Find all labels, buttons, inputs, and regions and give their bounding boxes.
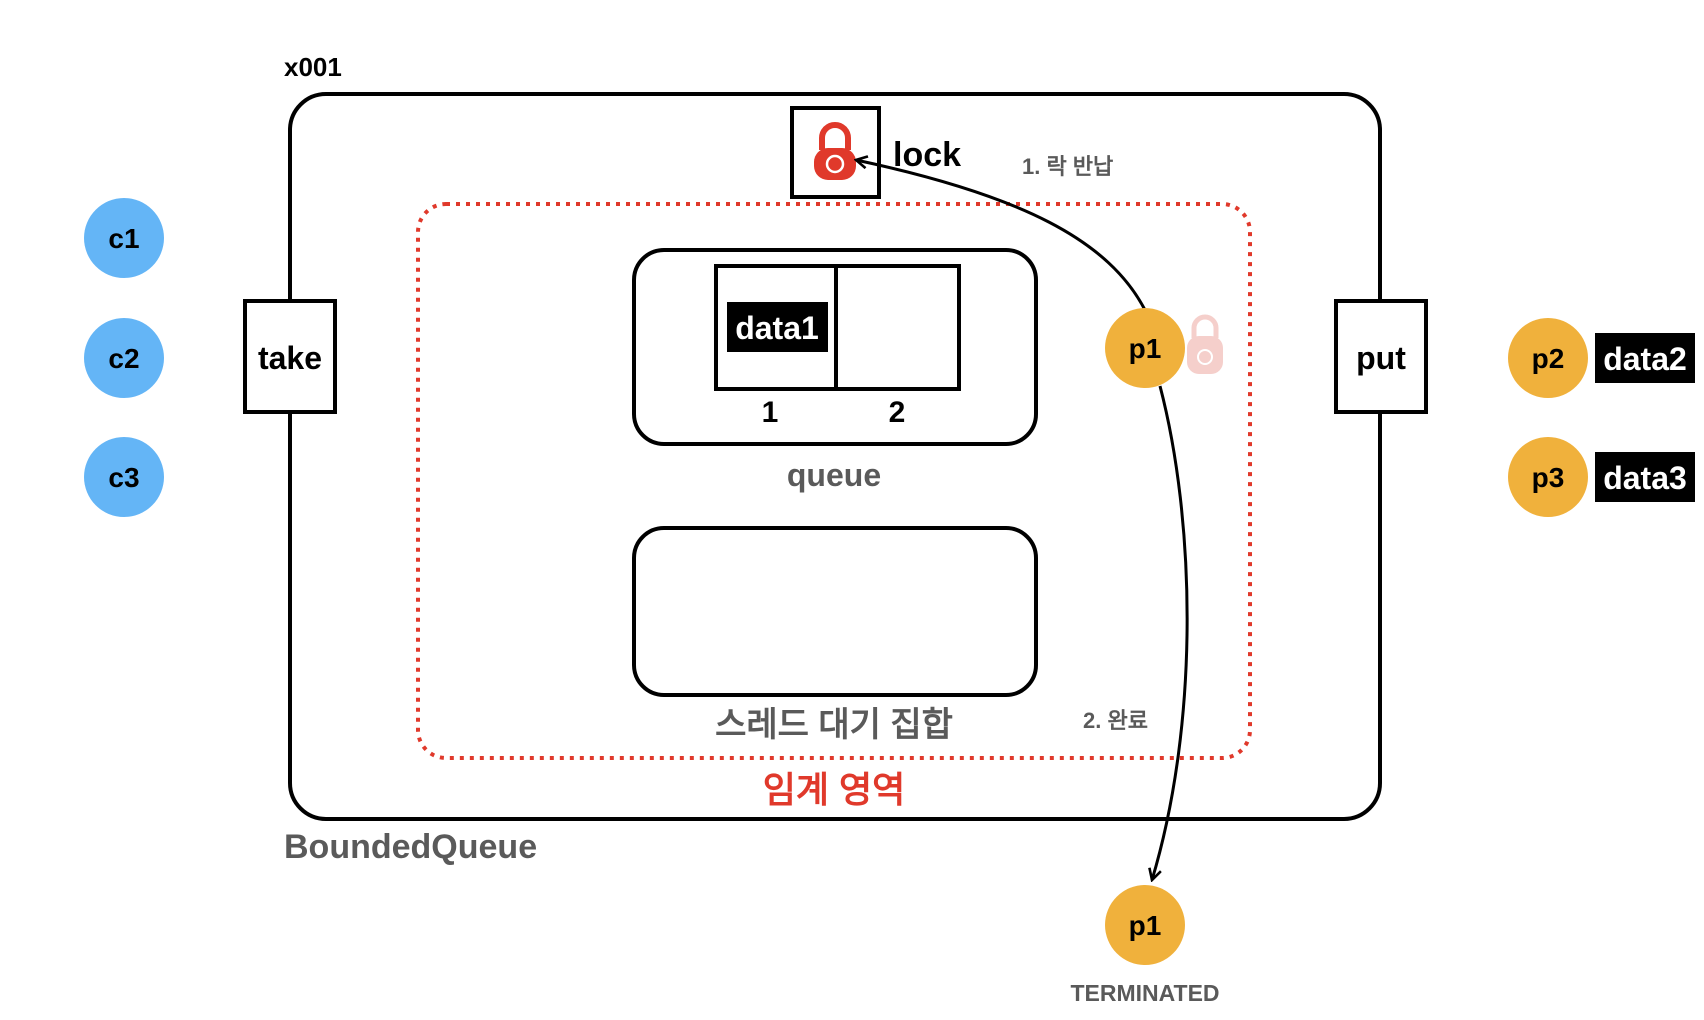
put-method-label: put [1356, 340, 1406, 376]
producer-p3-label: p3 [1532, 462, 1565, 493]
queue-slot-1-data: data1 [735, 310, 819, 346]
return-lock-arrow [856, 160, 1148, 313]
consumer-c2-circle [84, 318, 164, 398]
take-method-label: take [258, 340, 322, 376]
producer-p2-circle [1508, 318, 1588, 398]
consumer-c1-label: c1 [108, 223, 139, 254]
terminated-thread-p1-circle [1105, 885, 1185, 965]
terminated-state-label: TERMINATED [1070, 980, 1219, 1006]
wait-set-box [632, 526, 1038, 697]
step-complete: 2. 완료 [1083, 708, 1148, 733]
terminated-thread-p1-label: p1 [1129, 910, 1162, 941]
critical-section-label: 임계 영역 [763, 769, 905, 810]
consumer-c3-circle [84, 437, 164, 517]
queue-slot-2-index: 2 [889, 396, 906, 429]
active-thread-p1-label: p1 [1129, 333, 1162, 364]
active-thread-p1-circle [1105, 308, 1185, 388]
queue-slot-1-data-bg [727, 302, 828, 352]
take-method-box [243, 299, 337, 414]
lock-icon [814, 122, 856, 180]
queue-box [632, 248, 1038, 446]
queue-slot-2 [834, 264, 961, 391]
complete-arrow [1152, 385, 1189, 880]
container-label: BoundedQueue [284, 828, 537, 866]
step-return-lock: 1. 락 반납 [1022, 154, 1113, 179]
producer-p3-data-bg [1595, 452, 1695, 502]
consumer-c3-label: c3 [108, 462, 139, 493]
consumer-c1-circle [84, 198, 164, 278]
wait-set-label: 스레드 대기 집합 [715, 706, 953, 744]
critical-section-area [416, 202, 1252, 760]
lock-label: lock [893, 136, 961, 174]
producer-p2-data: data2 [1603, 341, 1687, 377]
bounded-queue-container [288, 92, 1382, 821]
producer-p2-data-bg [1595, 333, 1695, 383]
put-method-box [1334, 299, 1428, 414]
consumer-c2-label: c2 [108, 343, 139, 374]
producer-p3-circle [1508, 437, 1588, 517]
faded-lock-icon [1187, 314, 1223, 374]
producer-p3-data: data3 [1603, 460, 1687, 496]
producer-p2-label: p2 [1532, 343, 1565, 374]
object-id: x001 [284, 52, 342, 82]
queue-label: queue [787, 457, 881, 493]
queue-slot-1-index: 1 [762, 396, 779, 429]
